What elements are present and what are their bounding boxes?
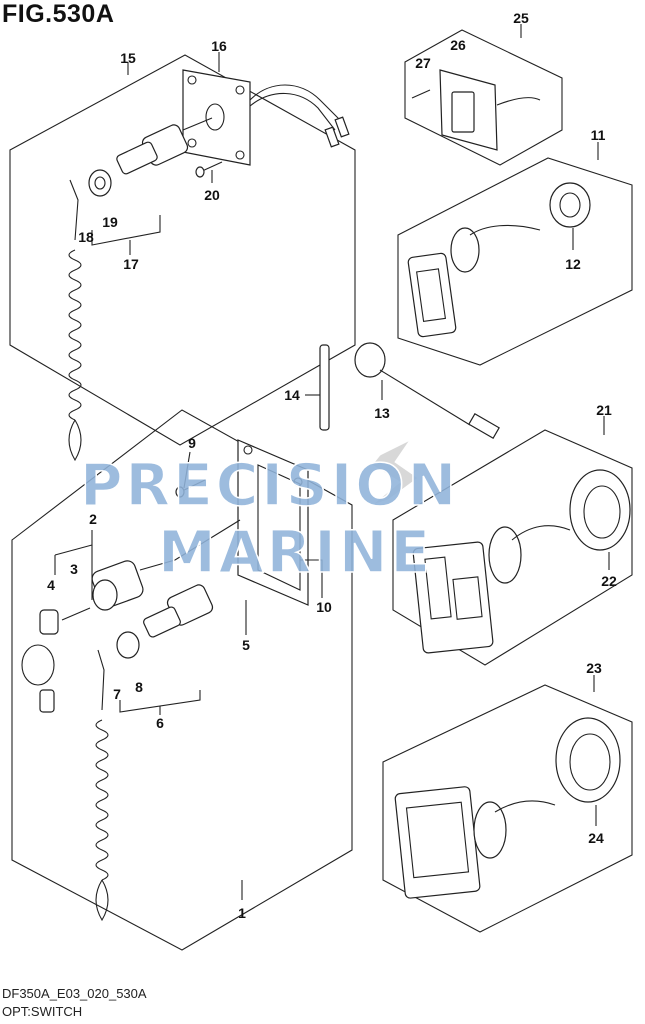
part-5-ignition-plate — [237, 439, 309, 606]
callout-26: 26 — [450, 37, 466, 53]
part-14-cable-tie — [319, 344, 330, 431]
callout-4: 4 — [47, 577, 55, 593]
suzuki-logo-icon — [371, 438, 419, 506]
panel-25-switch-box — [404, 29, 563, 166]
panel-11-switch-panel — [397, 157, 633, 366]
part-18-lanyard — [68, 179, 82, 462]
part-16-mounting-plate — [182, 69, 350, 166]
callout-12: 12 — [565, 256, 581, 272]
part-19-nut — [88, 169, 112, 197]
callout-15: 15 — [120, 50, 136, 66]
part-26-rocker-switch — [411, 69, 541, 151]
part-6-stop-switch — [116, 584, 214, 659]
callout-24: 24 — [588, 830, 604, 846]
part-7-lanyard — [95, 649, 109, 922]
callout-2: 2 — [89, 511, 97, 527]
callout-19: 19 — [102, 214, 118, 230]
callout-21: 21 — [596, 402, 612, 418]
part-11-switch-unit — [407, 182, 591, 338]
brackets-leaders — [54, 24, 610, 900]
part-4-key — [21, 607, 91, 713]
callout-1: 1 — [238, 905, 246, 921]
part-17-stop-switch — [116, 117, 213, 175]
callout-10: 10 — [316, 599, 332, 615]
callout-18: 18 — [78, 229, 94, 245]
panel-1-main-switch-assembly — [11, 409, 353, 951]
callout-27: 27 — [415, 55, 431, 71]
callout-13: 13 — [374, 405, 390, 421]
callout-3: 3 — [70, 561, 78, 577]
callout-11: 11 — [591, 127, 606, 143]
callout-20: 20 — [204, 187, 220, 203]
part-9-screw — [175, 479, 206, 498]
callout-25: 25 — [513, 10, 529, 26]
callout-5: 5 — [242, 637, 250, 653]
part-10-gasket — [257, 464, 301, 591]
panel-23-switch-panel — [382, 684, 633, 933]
callout-7: 7 — [113, 686, 121, 702]
callout-9: 9 — [188, 435, 196, 451]
diagram-code: DF350A_E03_020_530A — [2, 986, 147, 1001]
callout-23: 23 — [586, 660, 602, 676]
part-2-ignition-key-switch — [91, 519, 241, 611]
callout-16: 16 — [211, 38, 227, 54]
watermark: PRECISION MARINE — [79, 438, 459, 587]
part-23-switch-panel — [394, 717, 621, 899]
callout-8: 8 — [135, 679, 143, 695]
watermark-line-2: MARINE — [158, 518, 433, 586]
callout-22: 22 — [601, 573, 617, 589]
part-21-switch-panel — [412, 469, 631, 654]
callout-6: 6 — [156, 715, 164, 731]
callout-14: 14 — [284, 387, 300, 403]
bracket-17-leader — [91, 215, 161, 255]
part-13-harness — [354, 342, 500, 440]
watermark-line-1: PRECISION — [80, 451, 459, 519]
part-20-screw — [195, 161, 223, 178]
panel-15-stop-switch-assembly — [9, 54, 356, 446]
panel-21-switch-panel — [392, 429, 633, 666]
figure-title: FIG.530A — [2, 0, 115, 28]
diagram-name: OPT:SWITCH — [2, 1004, 83, 1019]
callout-17: 17 — [123, 256, 139, 272]
